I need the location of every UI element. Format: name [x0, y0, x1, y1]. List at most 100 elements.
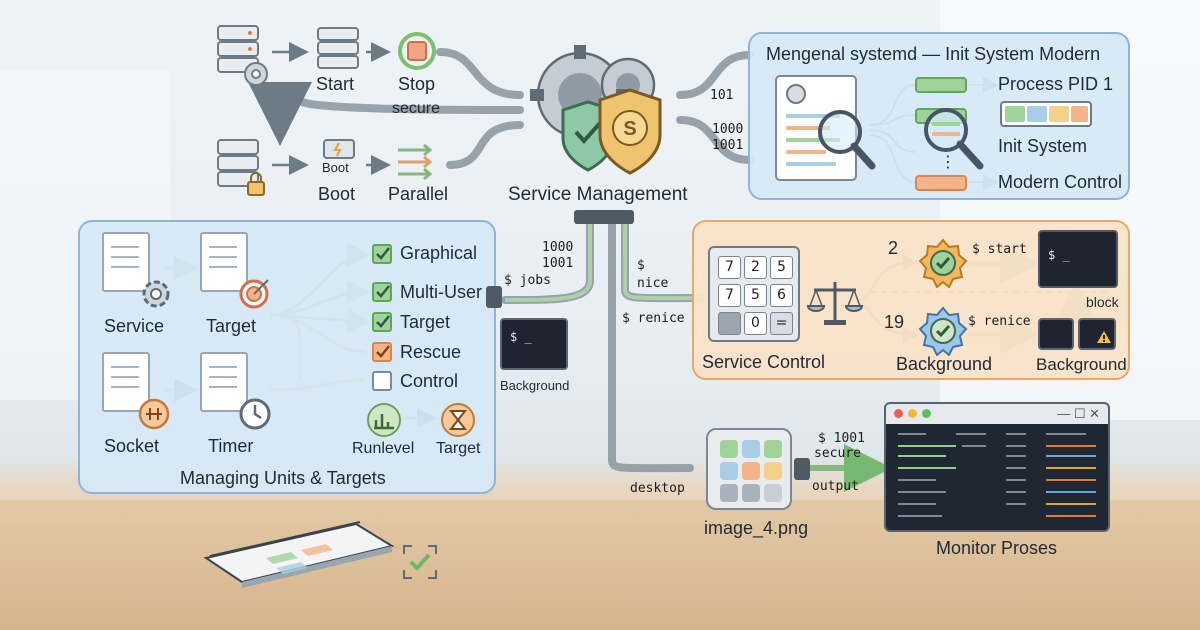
jobs-number-1000: 1000 — [542, 240, 574, 255]
target-target-label: Target — [400, 312, 451, 332]
desktop-cmd-1001: $ 1001 — [818, 431, 865, 446]
warning-icon — [1097, 331, 1111, 343]
target-control-label: Control — [400, 371, 459, 391]
unit-socket-label: Socket — [104, 436, 160, 456]
key-4[interactable]: 5 — [744, 284, 767, 307]
key-0[interactable]: 7 — [718, 256, 741, 279]
nice-dollar: $ — [637, 258, 645, 273]
target-rescue-label: Rescue — [400, 342, 462, 362]
nice-command: nice — [637, 276, 669, 291]
jobs-number-1001: 1001 — [542, 256, 574, 271]
process-table-graphic — [898, 433, 1096, 517]
gear-icon — [142, 280, 170, 308]
check-control[interactable] — [372, 371, 392, 391]
boot-chip-icon — [323, 139, 355, 159]
control-terminal-prompt: $ _ — [1048, 248, 1070, 262]
stop-icon — [398, 32, 436, 70]
desktop-cmd-output: output — [812, 479, 859, 494]
jobs-terminal-prompt: $ _ — [510, 330, 532, 344]
unit-target-label: Target — [206, 316, 257, 336]
secure-label: secure — [392, 100, 441, 117]
plug-connector — [794, 458, 810, 480]
unit-service-label: Service — [104, 316, 165, 336]
hourglass-icon — [441, 403, 475, 437]
service-doc-icon — [102, 232, 150, 292]
key-1[interactable]: 2 — [744, 256, 767, 279]
key-8[interactable]: = — [770, 312, 793, 335]
priority-19: 19 — [884, 312, 905, 332]
parallel-label: Parallel — [388, 184, 449, 204]
binary-101: 101 — [710, 88, 734, 103]
check-graphical[interactable] — [372, 244, 392, 264]
runlevel-icon — [367, 403, 401, 437]
target-icon — [239, 279, 269, 309]
boot-label: Boot — [318, 184, 356, 204]
key-2[interactable]: 5 — [770, 256, 793, 279]
clock-icon — [239, 398, 271, 430]
maximize-dot-icon[interactable] — [922, 409, 931, 418]
control-background-label: Background — [896, 354, 993, 374]
control-background-right-label: Background — [1036, 355, 1127, 374]
overview-dots: ⋮ — [940, 154, 956, 171]
overview-item-init: Init System — [998, 136, 1088, 156]
service-control-title: Service Control — [702, 352, 826, 372]
overview-item-control: Modern Control — [998, 172, 1123, 192]
target-multi-user-label: Multi-User — [400, 282, 483, 302]
monitor-titlebar: — ☐ ✕ — [886, 404, 1108, 424]
service-management-title: Service Management — [508, 184, 688, 205]
server-lock-icon — [217, 139, 265, 196]
window-controls-icon[interactable]: — ☐ ✕ — [1057, 406, 1100, 421]
start-label: Start — [316, 74, 355, 94]
server-icon — [317, 27, 359, 69]
color-strip — [1000, 101, 1092, 127]
check-multi-user[interactable] — [372, 282, 392, 302]
check-rescue[interactable] — [372, 342, 392, 362]
monitor-title: Monitor Proses — [936, 538, 1058, 558]
shield-letter: S — [623, 118, 636, 140]
overview-magnifier-icon — [924, 108, 984, 170]
jobs-command: $ jobs — [504, 273, 551, 288]
notebook-icon — [203, 521, 395, 588]
gears-shield-icon: S — [530, 45, 662, 175]
key-3[interactable]: 7 — [718, 284, 741, 307]
parallel-arrows-icon — [398, 143, 433, 181]
document-magnifier-icon — [775, 75, 876, 181]
badge-check-blue-icon — [918, 306, 968, 356]
check-target[interactable] — [372, 312, 392, 332]
socket-doc-icon — [102, 352, 150, 412]
minimize-dot-icon[interactable] — [908, 409, 917, 418]
overview-item-pid1: Process PID 1 — [998, 74, 1114, 94]
runlevel-label: Runlevel — [352, 440, 415, 457]
overview-title: Mengenal systemd — Init System Modern — [766, 44, 1101, 64]
stop-label: Stop — [398, 74, 436, 94]
binary-1000: 1000 — [712, 122, 744, 137]
block-label: block — [1086, 294, 1119, 310]
monitor-window: — ☐ ✕ — [884, 402, 1110, 532]
key-5[interactable]: 6 — [770, 284, 793, 307]
app-grid-window — [706, 428, 792, 510]
badge-check-orange-icon — [918, 238, 968, 288]
start-command: $ start — [972, 242, 1027, 257]
target-doc-icon — [200, 232, 248, 292]
key-7[interactable]: 0 — [744, 312, 767, 335]
image-file-label: image_4.png — [704, 518, 809, 538]
hub-connector — [574, 210, 634, 224]
check-frame-icon — [403, 545, 437, 579]
renice-command: $ renice — [622, 311, 685, 326]
mini-terminal-2 — [1078, 318, 1116, 350]
unit-timer-label: Timer — [208, 436, 254, 456]
server-gear-icon — [217, 25, 268, 86]
timer-doc-icon — [200, 352, 248, 412]
priority-2: 2 — [888, 238, 899, 258]
close-dot-icon[interactable] — [894, 409, 903, 418]
units-title: Managing Units & Targets — [180, 468, 386, 488]
control-terminal: $ _ — [1038, 230, 1118, 288]
control-renice-command: $ renice — [968, 314, 1031, 329]
binary-1001: 1001 — [712, 138, 744, 153]
key-6[interactable] — [718, 312, 741, 335]
jobs-terminal: $ _ — [500, 318, 568, 370]
socket-icon — [138, 398, 170, 430]
target-graphical-label: Graphical — [400, 243, 478, 263]
desktop-cmd-secure: secure — [814, 446, 861, 461]
connector-plug — [486, 286, 502, 308]
